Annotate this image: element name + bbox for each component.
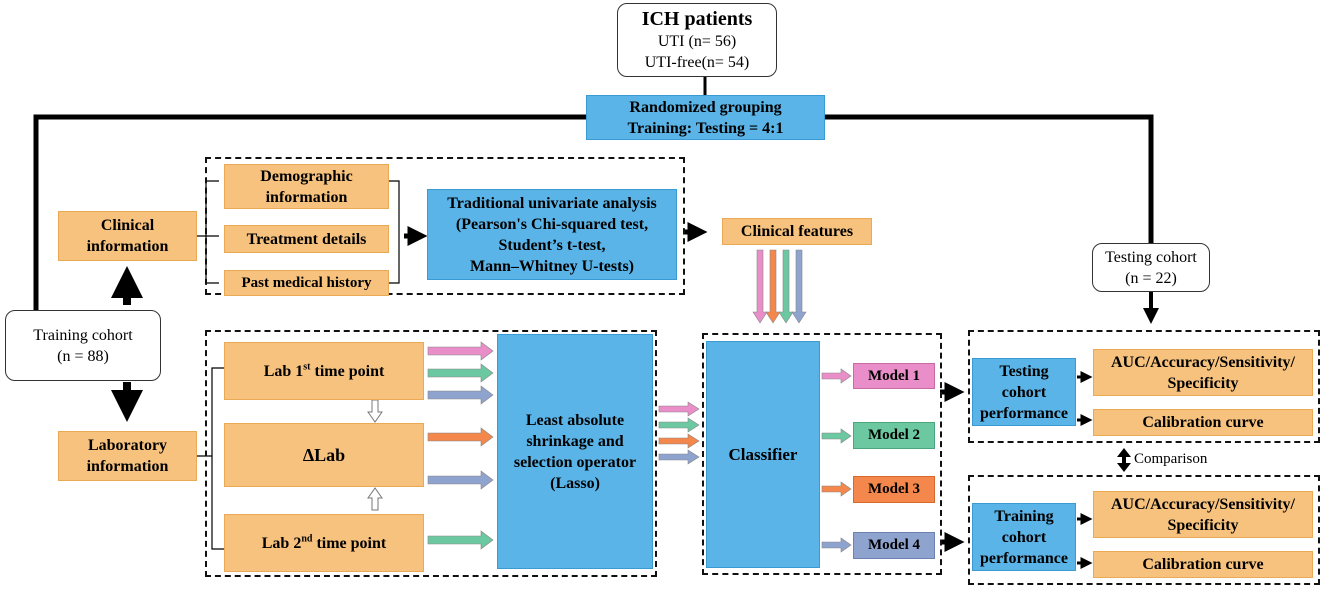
clinical-info-line2: information xyxy=(86,238,169,255)
testing-calibration-box: Calibration curve xyxy=(1093,409,1313,436)
delta-lab-label: ΔLab xyxy=(302,444,346,465)
delta-lab-box: ΔLab xyxy=(224,423,424,487)
lasso-box: Least absolute shrinkage and selection o… xyxy=(497,334,653,569)
training-perf-line2: cohort xyxy=(1001,528,1047,546)
demographic-information-box: Demographic information xyxy=(224,164,389,209)
ich-uti-free-count: UTI-free(n= 54) xyxy=(644,54,750,71)
model-4-box: Model 4 xyxy=(853,532,935,559)
training-perf-line3: performance xyxy=(980,549,1068,567)
training-calibration-box: Calibration curve xyxy=(1093,551,1313,578)
testing-calibration-label: Calibration curve xyxy=(1142,414,1264,431)
comparison-arrow xyxy=(1117,448,1131,472)
univariate-line1: Traditional univariate analysis xyxy=(447,194,657,212)
classifier-box: Classifier xyxy=(706,341,820,568)
connector-testing-branch xyxy=(825,114,1154,243)
model-4-label: Model 4 xyxy=(867,537,921,553)
clinical-features-box: Clinical features xyxy=(722,218,872,245)
lab-info-line2: information xyxy=(86,458,169,475)
connector-training-branch xyxy=(33,114,586,310)
univariate-line4: Mann–Whitney U-tests) xyxy=(470,257,634,275)
demographic-line2: information xyxy=(265,188,348,206)
classifier-label: Classifier xyxy=(728,444,798,464)
randomized-line2: Training: Testing = 4:1 xyxy=(627,119,784,137)
treatment-details-box: Treatment details xyxy=(224,225,389,253)
testing-cohort-label: Testing cohort xyxy=(1105,248,1197,266)
training-perf-line1: Training xyxy=(994,507,1054,525)
training-auc-line1: AUC/Accuracy/Sensitivity/ xyxy=(1111,495,1295,513)
hollow-arrow-lab1-delta xyxy=(367,399,383,423)
training-cohort-performance-box: Training cohort performance xyxy=(972,503,1076,571)
testing-cohort-count: (n = 22) xyxy=(1125,269,1177,287)
testing-auc-line2: Specificity xyxy=(1167,374,1239,392)
testing-cohort-box: Testing cohort (n = 22) xyxy=(1092,243,1210,292)
colored-arrows-lasso-to-classifier xyxy=(658,401,700,465)
training-cohort-box: Training cohort (n = 88) xyxy=(5,310,161,381)
colored-arrows-lab-to-lasso xyxy=(427,341,494,550)
lab2-label: Lab 2nd time point xyxy=(261,533,387,552)
univariate-line3: Student’s t-test, xyxy=(498,236,606,254)
model-3-label: Model 3 xyxy=(867,481,921,497)
testing-perf-frame xyxy=(968,330,1320,443)
past-medical-history-label: Past medical history xyxy=(241,275,372,291)
lab-2nd-time-point-box: Lab 2nd time point xyxy=(224,514,424,572)
model-1-label: Model 1 xyxy=(867,367,921,384)
randomized-grouping-box: Randomized grouping Training: Testing = … xyxy=(586,95,825,140)
model-3-box: Model 3 xyxy=(853,476,935,503)
ich-patients-box: ICH patients UTI (n= 56) UTI-free(n= 54) xyxy=(617,3,777,77)
lasso-line4: (Lasso) xyxy=(550,474,600,492)
randomized-line1: Randomized grouping xyxy=(629,98,782,116)
lab-group-frame xyxy=(205,330,657,577)
model-2-box: Model 2 xyxy=(853,422,935,449)
ich-uti-count: UTI (n= 56) xyxy=(657,33,737,50)
bracket-lab xyxy=(197,367,224,550)
testing-perf-line3: performance xyxy=(980,404,1068,422)
comparison-label: Comparison xyxy=(1134,451,1208,467)
clinical-group-frame xyxy=(205,157,685,295)
classifier-group-frame xyxy=(702,333,942,575)
univariate-line2: (Pearson's Chi-squared test, xyxy=(455,215,649,233)
lasso-line2: shrinkage and xyxy=(526,432,624,450)
clinical-information-box: Clinical information xyxy=(58,211,197,261)
univariate-analysis-box: Traditional univariate analysis (Pearson… xyxy=(427,189,677,280)
testing-auc-box: AUC/Accuracy/Sensitivity/ Specificity xyxy=(1093,349,1313,396)
testing-perf-line1: Testing xyxy=(999,362,1049,380)
training-perf-frame xyxy=(968,475,1320,585)
training-calibration-label: Calibration curve xyxy=(1142,556,1264,573)
training-cohort-label: Training cohort xyxy=(33,326,133,344)
lab-1st-time-point-box: Lab 1st time point xyxy=(224,342,424,400)
training-auc-box: AUC/Accuracy/Sensitivity/ Specificity xyxy=(1093,491,1313,538)
testing-perf-line2: cohort xyxy=(1001,383,1047,401)
laboratory-information-box: Laboratory information xyxy=(58,431,197,481)
lab1-label: Lab 1st time point xyxy=(263,361,385,380)
demographic-line1: Demographic xyxy=(260,167,353,185)
model-1-box: Model 1 xyxy=(853,363,935,389)
training-cohort-count: (n = 88) xyxy=(57,347,109,365)
colored-arrows-features-down xyxy=(752,249,807,324)
bracket-clinical-right xyxy=(389,180,400,284)
training-auc-line2: Specificity xyxy=(1167,516,1239,534)
ich-title: ICH patients xyxy=(641,8,753,30)
lab-info-line1: Laboratory xyxy=(87,437,168,454)
treatment-details-label: Treatment details xyxy=(246,230,367,248)
lasso-line3: selection operator xyxy=(513,453,637,471)
lasso-line1: Least absolute xyxy=(525,411,625,429)
testing-cohort-performance-box: Testing cohort performance xyxy=(972,358,1076,426)
testing-auc-line1: AUC/Accuracy/Sensitivity/ xyxy=(1111,353,1295,371)
clinical-features-label: Clinical features xyxy=(740,223,854,240)
colored-arrows-classifier-to-models xyxy=(821,368,852,553)
past-medical-history-box: Past medical history xyxy=(224,270,389,296)
model-2-label: Model 2 xyxy=(867,427,921,443)
hollow-arrow-lab2-delta xyxy=(367,487,383,511)
clinical-info-line1: Clinical xyxy=(100,217,155,234)
